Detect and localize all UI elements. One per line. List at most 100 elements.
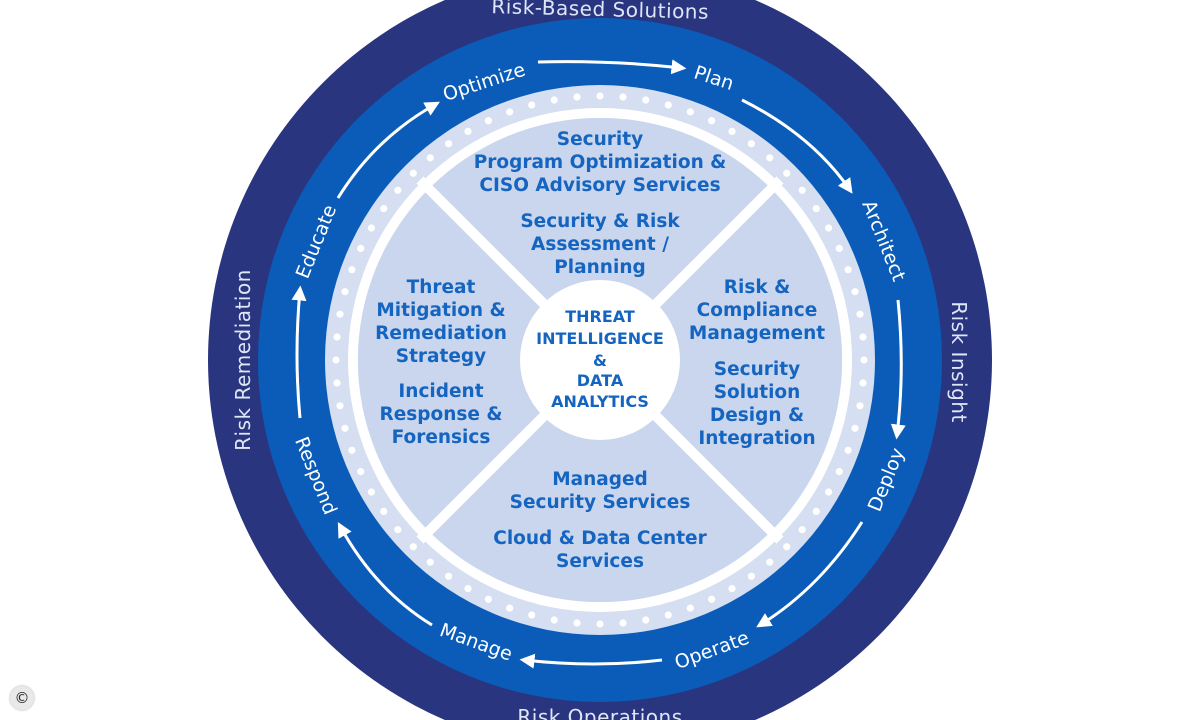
quadrant-left (357, 188, 600, 532)
arrow-operate-manage (519, 653, 663, 669)
ring-dot (445, 140, 453, 148)
quadrant-top-line: Security (557, 129, 643, 150)
ring-dot (686, 108, 694, 116)
ring-dot (851, 424, 859, 432)
ring-dot (341, 288, 349, 296)
ring-dot (596, 620, 604, 628)
ring-dot (596, 92, 604, 100)
quadrant-bottom-line: Security Services (510, 492, 691, 513)
ring-dot (798, 526, 806, 534)
ring-dot (747, 140, 756, 148)
quadrant-left-line: Forensics (392, 427, 491, 448)
quadrant-left-line: Mitigation & (376, 300, 505, 321)
arrow-deploy-operate (756, 521, 864, 628)
arrow-optimize-plan (537, 59, 687, 75)
quadrant-left-line: Remediation (375, 323, 507, 344)
center-line: INTELLIGENCE (536, 329, 664, 348)
ring-dot (409, 169, 417, 177)
quadrant-bottom-line: Cloud & Data Center (493, 528, 707, 549)
ring-dot (859, 379, 867, 387)
ring-dot (798, 186, 806, 194)
ring-dot (367, 488, 375, 496)
ring-dot (825, 488, 833, 496)
ring-dot (686, 604, 694, 612)
arrow-plan-architect (741, 98, 853, 194)
quadrant-shapes (357, 117, 843, 603)
ring-dot (333, 333, 341, 341)
quadrant-right-line: Design & (710, 405, 804, 426)
ring-dot (367, 224, 375, 232)
ring-dots (332, 92, 868, 628)
quadrant-left-line: Incident (398, 381, 483, 402)
ring-dot (394, 526, 402, 534)
ring-dot (747, 572, 756, 580)
ring-dot (860, 356, 868, 364)
ring-dot (341, 424, 349, 432)
quadrant-left-line: Threat (407, 277, 476, 298)
ring-dot (332, 356, 340, 364)
ring-dot (336, 310, 344, 318)
ring-dot (464, 585, 472, 593)
ring-dot (766, 154, 774, 162)
ring-dot (528, 611, 536, 619)
quadrant-left-line: Response & (379, 404, 502, 425)
ring-dot (573, 619, 581, 627)
outer-label-right: Risk Insight (947, 301, 971, 423)
quadrant-bottom-line: Managed (552, 469, 648, 490)
quadrant-bottom (428, 360, 772, 603)
ring-dot (357, 244, 365, 252)
center-title: THREAT INTELLIGENCE & DATA ANALYTICS (536, 307, 664, 411)
ring-dot (550, 96, 558, 104)
ring-dot (380, 507, 388, 515)
quadrant-top-line: Security & Risk (520, 211, 680, 232)
ring-dot (825, 224, 833, 232)
copyright-icon: © (10, 686, 34, 710)
ring-dot (728, 585, 736, 593)
quadrant-right-line: Compliance (697, 300, 818, 321)
ring-dot (844, 266, 852, 274)
ring-dot (856, 402, 864, 410)
quadrant-top-line: CISO Advisory Services (479, 175, 720, 196)
ring-dot (728, 127, 736, 135)
ring-dot (642, 96, 650, 104)
arrow-architect-deploy (890, 299, 906, 440)
ring-dot (550, 616, 558, 624)
quadrant-right-line: Solution (714, 382, 801, 403)
outer-label-bottom: Risk Operations (517, 705, 682, 720)
outer-label-left: Risk Remediation (231, 269, 255, 451)
ring-dot (844, 446, 852, 454)
ring-dot (766, 558, 774, 566)
ring-dot (409, 543, 417, 551)
ring-dot (642, 616, 650, 624)
quadrant-top-line: Planning (554, 257, 645, 278)
ring-dot (619, 93, 627, 101)
center-disc (520, 280, 680, 440)
ring-dot (812, 205, 820, 213)
center-line: & (593, 351, 607, 370)
ring-dot (619, 619, 627, 627)
ring-dot (859, 333, 867, 341)
quadrant-top-line: Assessment / (531, 234, 669, 255)
ring-dot (484, 595, 492, 603)
quadrant-bottom-text: Managed Security Services Cloud & Data C… (493, 469, 707, 572)
center-line: THREAT (565, 307, 635, 326)
ring-dot (835, 468, 843, 476)
ring-dot (336, 402, 344, 410)
quadrant-bottom-line: Services (556, 551, 644, 572)
quadrant-top (428, 117, 772, 361)
quadrant-left-line: Strategy (396, 346, 486, 367)
ring-dot (835, 244, 843, 252)
ring-dot (506, 108, 514, 116)
quadrant-right-line: Security (714, 359, 800, 380)
ring-dot (394, 186, 402, 194)
ring-dot (528, 101, 536, 109)
quadrant-left-text: Threat Mitigation & Remediation Strategy… (375, 277, 507, 448)
quadrant-right (600, 188, 843, 532)
arrow-manage-respond (337, 522, 433, 627)
ring-dot (783, 543, 791, 551)
ring-dot (426, 154, 434, 162)
ring-dot (380, 205, 388, 213)
quadrant-top-text: Security Program Optimization & CISO Adv… (474, 129, 727, 278)
quadrant-right-line: Risk & (724, 277, 790, 298)
ring-dot (445, 572, 453, 580)
